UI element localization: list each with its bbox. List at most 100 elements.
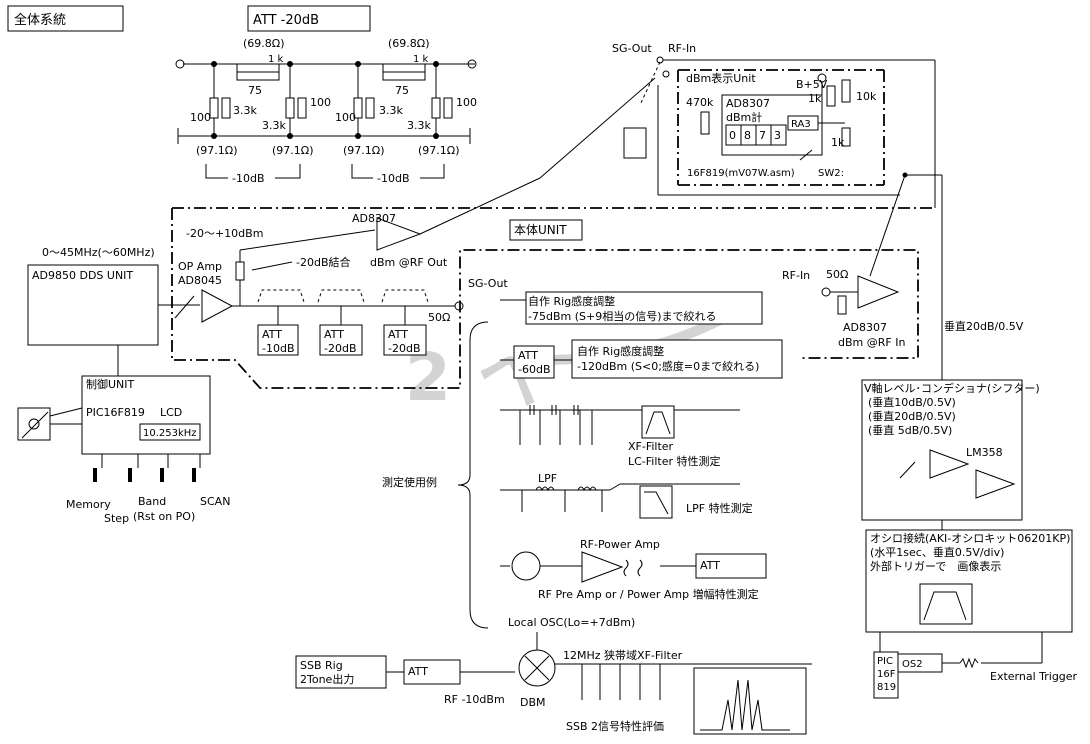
rfpa-title: RF-Power Amp xyxy=(580,538,660,551)
shifter-line-1: (垂直20dB/0.5V) xyxy=(868,409,956,423)
rfin-scale: 垂直20dB/0.5V xyxy=(944,319,1024,333)
att-box-3-name: ATT xyxy=(388,328,408,341)
shifter-unit: V軸レベル･コンデショナ(シフター) (垂直10dB/0.5V) (垂直20dB… xyxy=(861,379,1040,530)
ssb-evaluation: Local OSC(Lo=+7dBm) SSB Rig 2Tone出力 ATT … xyxy=(295,616,812,735)
scope-unit: オシロ接続(AKI-オシロキット06201KP) (水平1sec、垂直0.5V/… xyxy=(865,529,1078,699)
att-r75-2: 75 xyxy=(395,84,409,97)
dbm-meter: dBm計 xyxy=(726,110,762,124)
att-step-2: -10dB xyxy=(377,172,410,185)
att-box-3-value: -20dB xyxy=(388,342,421,355)
att-r1k-1: 1 k xyxy=(268,54,284,65)
dbm-title: dBm表示Unit xyxy=(686,71,756,85)
xf-label-1: LC-Filter 特性測定 xyxy=(628,454,721,468)
dbm-r470k: 470k xyxy=(686,96,714,109)
dbm-sw: SW2: xyxy=(818,168,844,179)
title-text: 全体系統 xyxy=(14,12,66,28)
control-title: 制御UNIT xyxy=(86,377,135,391)
shifter-title: V軸レベル･コンデショナ(シフター) xyxy=(864,381,1040,395)
att-r1k-2: 1 k xyxy=(413,54,429,65)
ssb-rf: RF -10dBm xyxy=(444,693,505,706)
main-unit-frame: 本体UNIT xyxy=(171,207,935,389)
control-unit: 制御UNIT PIC16F819 LCD 10.253kHz Memory St… xyxy=(17,375,230,525)
dbm-digit-1: 8 xyxy=(744,129,751,142)
dbm-r10k: 10k xyxy=(856,90,877,103)
att-panel: ATT -20dB xyxy=(175,5,477,185)
op-amp: OP Amp AD8045 -20～+10dBm -20dB結合 AD8307 … xyxy=(174,77,656,323)
usage-examples: 測定使用例 自作 Rig感度調整 -75dBm (S+9相当の信号)まで絞れる … xyxy=(382,291,783,629)
coupling-label: -20dB結合 xyxy=(296,255,351,269)
dbm-digit-0: 0 xyxy=(729,129,736,142)
scope-pic-0: PIC xyxy=(877,656,893,667)
examples-label: 測定使用例 xyxy=(382,475,437,489)
rf-in-unit: RF-In 50Ω AD8307 dBm @RF In 垂直20dB/0.5V xyxy=(782,172,1024,380)
att-box-1-value: -10dB xyxy=(262,342,295,355)
ssb-dbm: DBM xyxy=(520,696,546,709)
att-r-out-3: (97.1Ω) xyxy=(343,144,384,157)
op-amp-part: AD8045 xyxy=(178,274,222,287)
sg-out-label: SG-Out xyxy=(468,277,508,290)
rfin-dbm: dBm @RF In xyxy=(838,336,905,349)
ex2-att: ATT xyxy=(518,349,538,362)
ssb-eval: SSB 2信号特性評価 xyxy=(566,719,664,733)
dds-unit: 0～45MHz(～60MHz) AD9850 DDS UNIT xyxy=(27,246,200,376)
lpf-measure: LPF 特性測定 xyxy=(686,501,753,515)
dbm-digit-2: 7 xyxy=(759,129,766,142)
scope-line2: 外部トリガーで 画像表示 xyxy=(870,559,1001,573)
att-r-in-1: (69.8Ω) xyxy=(243,37,284,50)
scope-title: オシロ接続(AKI-オシロキット06201KP) xyxy=(870,531,1070,545)
ad8307-rfout-label: AD8307 xyxy=(352,212,396,225)
ex2-line0: 自作 Rig感度調整 xyxy=(577,344,664,358)
rfin-label: RF-In xyxy=(782,269,810,282)
btn-step: Step xyxy=(104,512,129,525)
att-r100-1: 100 xyxy=(190,111,211,124)
control-pic: PIC16F819 xyxy=(86,406,145,419)
att-r33k-3: 3.3k xyxy=(379,104,403,117)
xf-label-0: XF-Filter xyxy=(628,440,674,453)
rfpa-measure: RF Pre Amp or / Power Amp 増幅特性測定 xyxy=(538,587,759,601)
dds-label: AD9850 DDS UNIT xyxy=(32,269,133,282)
att-r-in-2: (69.8Ω) xyxy=(388,37,429,50)
att-r75-1: 75 xyxy=(248,84,262,97)
scope-os2: OS2 xyxy=(902,659,923,670)
shifter-line-0: (垂直10dB/0.5V) xyxy=(868,395,956,409)
control-freq: 10.253kHz xyxy=(143,428,197,439)
dds-range: 0～45MHz(～60MHz) xyxy=(42,246,155,259)
dbm-r1k-a: 1k xyxy=(808,92,822,105)
dbm-r1k-b: 1k xyxy=(831,136,845,149)
att-panel-title: ATT -20dB xyxy=(253,13,319,28)
ex2-line1: -120dBm (S<0;感度=0まで絞れる) xyxy=(577,359,759,373)
ssb-filter: 12MHz 狭帯域XF-Filter xyxy=(563,649,683,662)
scope-pic-2: 819 xyxy=(877,682,896,693)
att-r100-2: 100 xyxy=(310,96,331,109)
btn-memory: Memory xyxy=(66,498,111,511)
btn-scan: SCAN xyxy=(200,495,230,508)
att-r33k-4: 3.3k xyxy=(407,119,431,132)
gain-range: -20～+10dBm xyxy=(186,227,263,240)
shifter-line-2: (垂直 5dB/0.5V) xyxy=(868,423,952,437)
att-box-2-name: ATT xyxy=(324,328,344,341)
dbm-sg-out: SG-Out xyxy=(612,42,652,55)
btn-band: Band xyxy=(138,495,166,508)
dbm-ra3: RA3 xyxy=(791,119,811,130)
control-lcd: LCD xyxy=(160,406,182,419)
scope-pic-1: 16F xyxy=(877,669,896,680)
att-r100-4: 100 xyxy=(456,96,477,109)
xf-caps xyxy=(519,405,593,445)
ssb-rig-1: 2Tone出力 xyxy=(300,672,354,686)
op-amp-label: OP Amp xyxy=(178,260,222,273)
scope-trigger: External Trigger xyxy=(990,670,1078,683)
att-r100-3: 100 xyxy=(335,111,356,124)
att-r33k-1: 3.3k xyxy=(233,104,257,117)
ex1-line0: 自作 Rig感度調整 xyxy=(528,294,615,308)
ssb-local: Local OSC(Lo=+7dBm) xyxy=(508,616,635,629)
rfpa-att: ATT xyxy=(700,559,720,572)
att-chain: ATT -10dB ATT -20dB ATT -20dB 50Ω SG-Out xyxy=(257,277,508,356)
ex2-att-val: -60dB xyxy=(518,363,551,376)
ssb-att: ATT xyxy=(408,665,428,678)
sg-out-ohm: 50Ω xyxy=(428,311,450,324)
btn-band-sub: (Rst on PO) xyxy=(133,510,195,523)
dbm-digit-3: 3 xyxy=(774,129,781,142)
dbm-rf-in: RF-In xyxy=(668,42,696,55)
rfin-ic: AD8307 xyxy=(843,321,887,334)
